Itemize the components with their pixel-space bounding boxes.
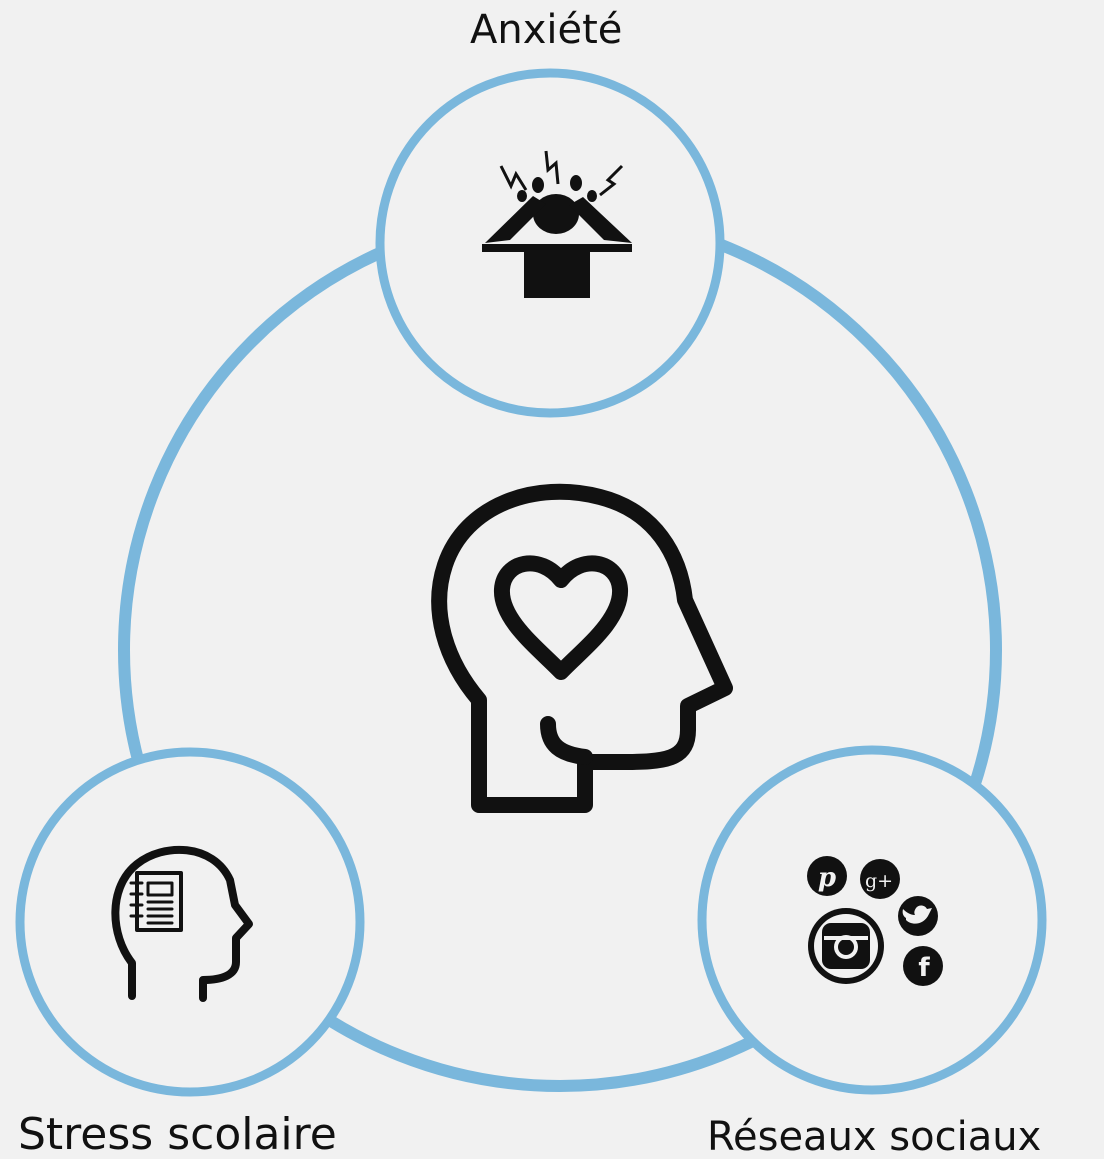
node-school-stress — [15, 747, 365, 1097]
node-anxiety — [375, 68, 725, 418]
node-label-anxiety: Anxiété — [470, 7, 623, 53]
node-anxiety-ring — [375, 68, 725, 418]
svg-text:p: p — [818, 863, 836, 893]
social-media-icon: p g+ f — [807, 856, 943, 986]
node-school-stress-ring — [15, 747, 365, 1097]
head-with-notebook-icon — [111, 845, 253, 1002]
svg-text:f: f — [918, 953, 930, 983]
head-with-heart-icon — [431, 483, 733, 813]
twitter-icon — [898, 896, 938, 936]
node-label-social-media: Réseaux sociaux — [707, 1114, 1042, 1159]
node-social-media: p g+ f — [697, 745, 1047, 1095]
instagram-icon — [808, 908, 884, 984]
stressed-person-icon — [482, 150, 632, 298]
facebook-icon: f — [903, 946, 943, 986]
node-label-school-stress: Stress scolaire — [18, 1109, 337, 1159]
google-plus-icon: g+ — [860, 859, 900, 899]
svg-text:g+: g+ — [865, 870, 893, 892]
pinterest-icon: p — [807, 856, 847, 896]
